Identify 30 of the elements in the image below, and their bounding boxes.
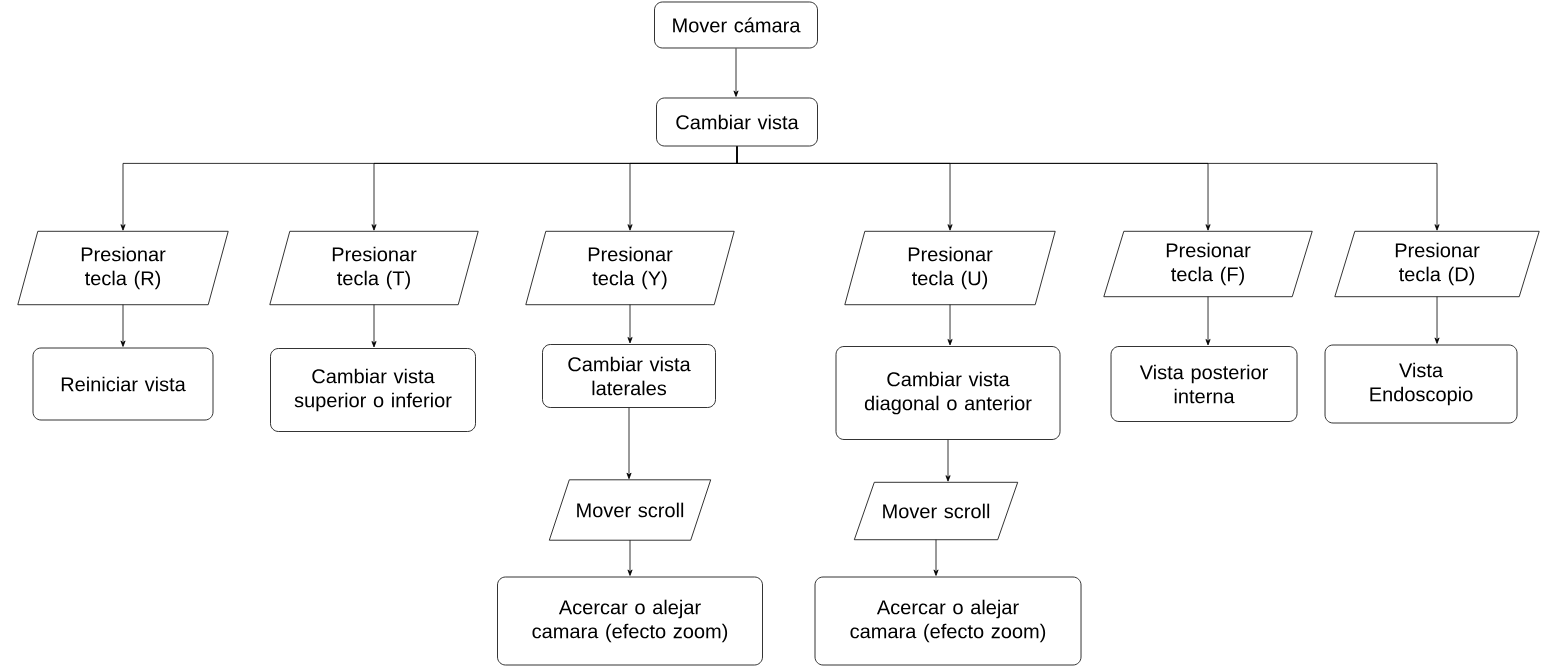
arrow	[1205, 296, 1211, 346]
process-box: Cambiar vista diagonal o anterior	[835, 346, 1061, 440]
process-box: Mover cámara	[654, 1, 818, 49]
input-parallelogram: Presionar tecla (T)	[269, 230, 479, 306]
arrow	[120, 304, 126, 347]
arrow	[945, 439, 951, 482]
arrow	[736, 146, 1440, 231]
arrow	[947, 304, 953, 346]
input-parallelogram: Presionar tecla (D)	[1334, 230, 1540, 298]
process-box: Cambiar vista superior o inferior	[270, 348, 476, 432]
process-box: Vista Endoscopio	[1324, 344, 1518, 424]
arrow	[627, 304, 633, 344]
process-box: Cambiar vista	[656, 97, 818, 147]
input-parallelogram: Presionar tecla (F)	[1103, 230, 1313, 298]
arrow	[371, 304, 377, 348]
process-box: Vista posterior interna	[1110, 346, 1298, 422]
input-parallelogram: Mover scroll	[548, 479, 712, 541]
arrow	[933, 539, 939, 576]
input-parallelogram: Presionar tecla (U)	[844, 230, 1056, 306]
arrow	[1434, 296, 1440, 344]
process-box: Reiniciar vista	[32, 347, 214, 421]
arrow	[627, 539, 633, 576]
process-box: Acercar o alejar camara (efecto zoom)	[497, 576, 763, 666]
input-parallelogram: Mover scroll	[853, 481, 1019, 541]
input-parallelogram: Presionar tecla (Y)	[525, 230, 735, 306]
input-parallelogram: Presionar tecla (R)	[17, 230, 229, 306]
arrow	[626, 407, 632, 480]
process-box: Acercar o alejar camara (efecto zoom)	[814, 576, 1082, 666]
arrow	[733, 48, 739, 97]
process-box: Cambiar vista laterales	[542, 344, 716, 408]
